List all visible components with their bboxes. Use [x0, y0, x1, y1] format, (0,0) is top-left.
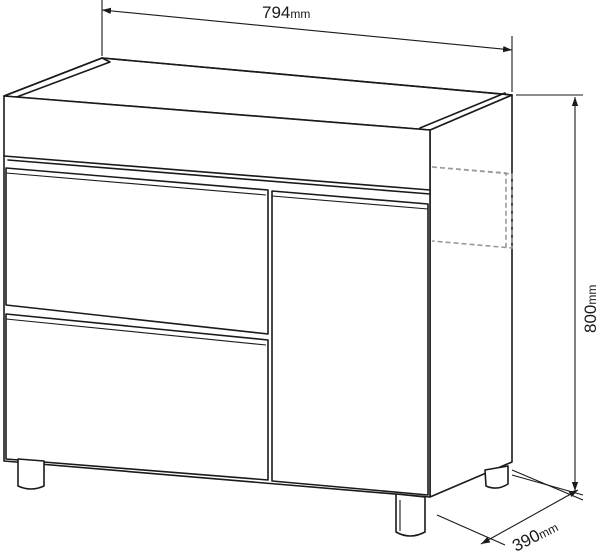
right-door — [271, 190, 429, 496]
back-right-leg — [484, 465, 509, 489]
depth-extension-back — [511, 469, 584, 501]
depth-extension-front — [436, 514, 506, 546]
right-door-edge — [271, 195, 429, 210]
lower-drawer-edge — [5, 318, 267, 346]
cabinet-back-rim-edge — [101, 57, 513, 96]
width-dimension: 794mm — [101, 0, 513, 92]
front-left-leg — [17, 458, 45, 490]
cabinet-back-rim — [3, 57, 111, 99]
height-dimension-label: 800mm — [581, 285, 600, 333]
front-right-leg — [395, 493, 426, 537]
cabinet-fronts — [5, 167, 429, 496]
upper-drawer-edge — [5, 172, 267, 196]
hidden-inner-fixture — [431, 166, 513, 249]
depth-unit: mm — [536, 520, 560, 542]
countertop-reveal — [7, 159, 431, 195]
cabinet-legs — [17, 458, 509, 537]
width-value: 794 — [262, 3, 290, 22]
lower-drawer — [5, 313, 269, 481]
cabinet-side-panel — [429, 94, 513, 498]
upper-drawer — [5, 167, 269, 335]
height-value: 800 — [581, 305, 600, 333]
countertop-lower-edge — [3, 155, 431, 191]
depth-dimension-line — [480, 489, 579, 545]
width-dimension-line — [101, 7, 513, 53]
cabinet-side-rim — [419, 92, 506, 129]
height-dimension: 800mm — [511, 94, 600, 496]
depth-dimension-label: 390mm — [509, 517, 561, 554]
width-unit: mm — [290, 7, 310, 21]
height-unit: mm — [585, 285, 599, 305]
width-dimension-label: 794mm — [262, 3, 310, 22]
